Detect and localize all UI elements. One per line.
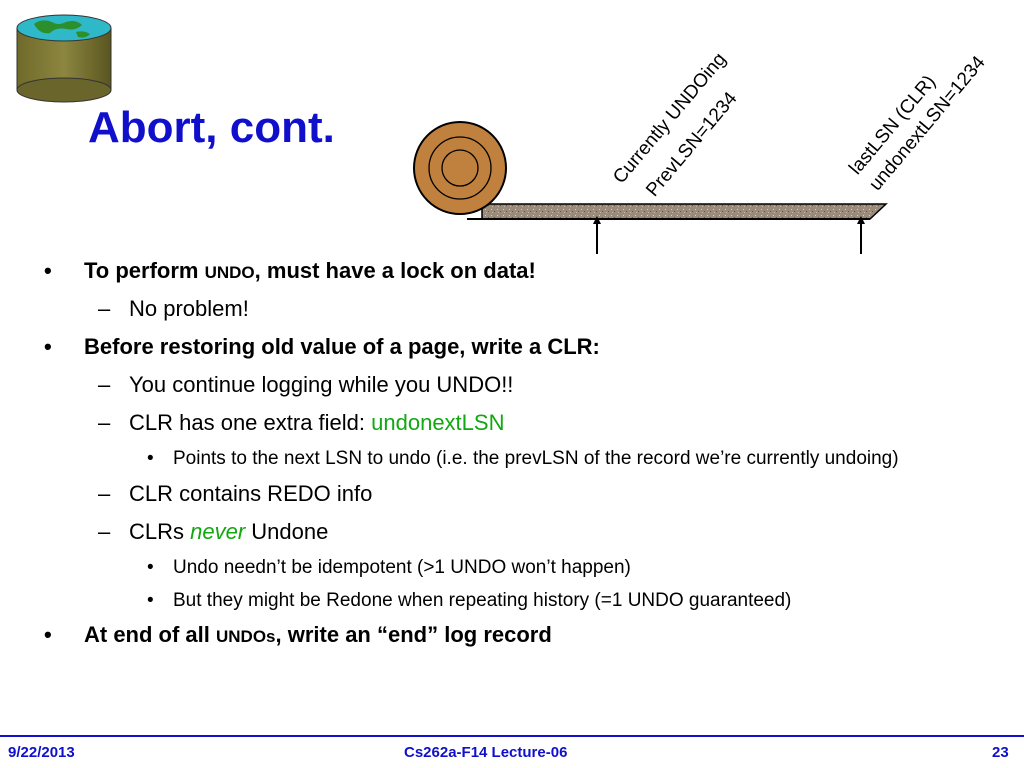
emphasis-text: never [190,518,246,544]
sub-sub-bullet-item: • Undo needn’t be idempotent (>1 UNDO wo… [44,557,953,580]
sub-sub-bullet-item: • Points to the next LSN to undo (i.e. t… [44,448,953,471]
bullet-text-small: UNDOs [216,627,276,647]
sub-sub-bullet-text: Undo needn’t be idempotent (>1 UNDO won’… [173,556,631,578]
slide-title: Abort, cont. [88,103,335,152]
dash-icon: – [98,518,111,544]
bullet-text: At end of all [84,622,216,648]
bullet-dot-icon: • [44,622,52,648]
sub-sub-bullet-text: But they might be Redone when repeating … [173,589,792,611]
dash-icon: – [98,296,111,321]
bullet-dot-icon: • [147,556,154,578]
dash-icon: – [98,410,111,435]
sub-bullet-text: CLRs [129,518,191,544]
footer-course: Cs262a-F14 Lecture-06 [404,744,568,761]
bullet-text: , must have a lock on data! [254,258,536,283]
bullet-item: • To perform UNDO, must have a lock on d… [44,258,1004,284]
footer-page-number: 23 [992,744,1009,761]
dash-icon: – [98,480,111,506]
bullet-text: , write an “end” log record [275,622,552,648]
dash-icon: – [98,372,111,397]
sub-sub-bullet-text: Points to the next LSN to undo (i.e. the… [173,448,899,469]
bullet-text: To perform [84,258,205,283]
bullet-item: • Before restoring old value of a page, … [44,334,1004,360]
bullet-dot-icon: • [147,448,154,469]
sub-bullet-text: You continue logging while you UNDO!! [129,372,514,397]
sub-bullet-text: CLR has one extra field: [129,410,372,435]
bullet-dot-icon: • [147,589,154,611]
sub-bullet-text: No problem! [129,296,249,321]
sub-bullet-item: – No problem! [44,296,1004,322]
sub-bullet-item: – CLRs never Undone [44,519,1004,545]
sub-bullet-text: CLR contains REDO info [129,480,373,506]
bullet-text: Before restoring old value of a page, wr… [84,334,600,359]
sub-sub-bullet-item: • But they might be Redone when repeatin… [44,590,953,613]
field-name-highlight: undonextLSN [371,410,505,435]
bullet-text-small: UNDO [204,263,255,282]
bullet-item: • At end of all UNDOs, write an “end” lo… [44,622,1004,648]
log-tape-reel-icon [413,121,888,254]
bullet-dot-icon: • [44,258,52,283]
sub-bullet-item: – CLR contains REDO info [44,481,1004,507]
sub-bullet-item: – CLR has one extra field: undonextLSN [44,410,1004,436]
database-globe-icon [16,14,112,103]
sub-bullet-text: Undone [245,518,329,544]
sub-bullet-item: – You continue logging while you UNDO!! [44,372,1004,398]
bullet-dot-icon: • [44,334,52,359]
footer-date: 9/22/2013 [8,744,75,761]
footer-divider [0,735,1024,737]
bullet-list: • To perform UNDO, must have a lock on d… [44,258,1004,660]
